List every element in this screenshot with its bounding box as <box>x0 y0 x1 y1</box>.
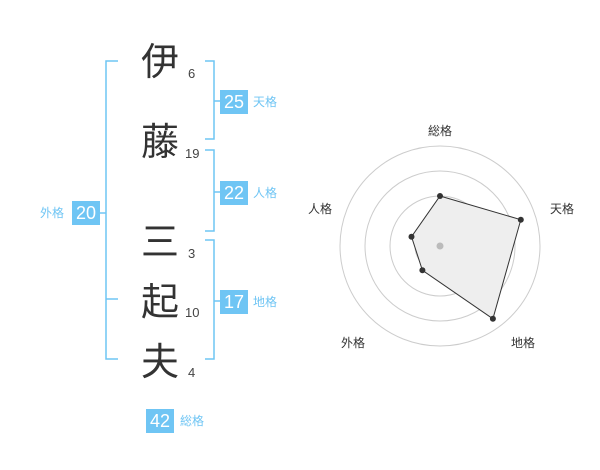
stroke-count-4: 10 <box>185 305 200 320</box>
radar-chart <box>339 145 541 347</box>
radar-ring-3 <box>364 170 516 322</box>
radar-label-tenkaku: 天格 <box>550 202 575 216</box>
chikaku-value-badge: 17 <box>220 290 248 314</box>
gaikaku-bracket <box>105 60 118 360</box>
stroke-count-3: 3 <box>188 246 196 261</box>
stroke-count-1: 6 <box>188 66 196 81</box>
bracket-lines <box>100 60 220 360</box>
gaikaku-value-badge: 20 <box>72 201 100 225</box>
stroke-count-2: 19 <box>185 146 200 161</box>
radar-label-chikaku: 地格 <box>511 336 536 350</box>
radar-label-soukaku: 総格 <box>428 124 453 138</box>
radar-center-dot <box>436 242 444 250</box>
radar-data-polygon <box>410 195 522 320</box>
radar-point-3 <box>489 315 496 322</box>
radar-points <box>408 193 524 322</box>
soukaku-label: 総格 <box>180 414 205 428</box>
radar-label-jinkaku: 人格 <box>308 202 333 216</box>
stroke-count-5: 4 <box>188 365 196 380</box>
jinkaku-bracket <box>205 149 215 232</box>
jinkaku-label: 人格 <box>253 186 278 200</box>
radar-point-2 <box>517 216 524 223</box>
radar-label-gaikaku: 外格 <box>341 336 366 350</box>
name-char-4: 起 <box>140 280 179 324</box>
jinkaku-value-badge: 22 <box>220 181 248 205</box>
radar-point-5 <box>408 233 415 240</box>
tenkaku-bracket <box>205 60 215 140</box>
tenkaku-label: 天格 <box>253 95 278 109</box>
name-char-3: 三 <box>140 220 179 264</box>
name-char-5: 夫 <box>140 340 179 384</box>
tenkaku-value-badge: 25 <box>220 90 248 114</box>
radar-point-1 <box>437 193 443 199</box>
name-char-2: 藤 <box>140 120 179 164</box>
chikaku-label: 地格 <box>253 295 278 309</box>
name-char-1: 伊 <box>140 40 179 84</box>
radar-point-4 <box>419 267 426 274</box>
gaikaku-label: 外格 <box>40 206 65 220</box>
chikaku-bracket <box>205 239 215 360</box>
radar-ring-4 <box>339 145 541 347</box>
soukaku-value-badge: 42 <box>146 409 174 433</box>
